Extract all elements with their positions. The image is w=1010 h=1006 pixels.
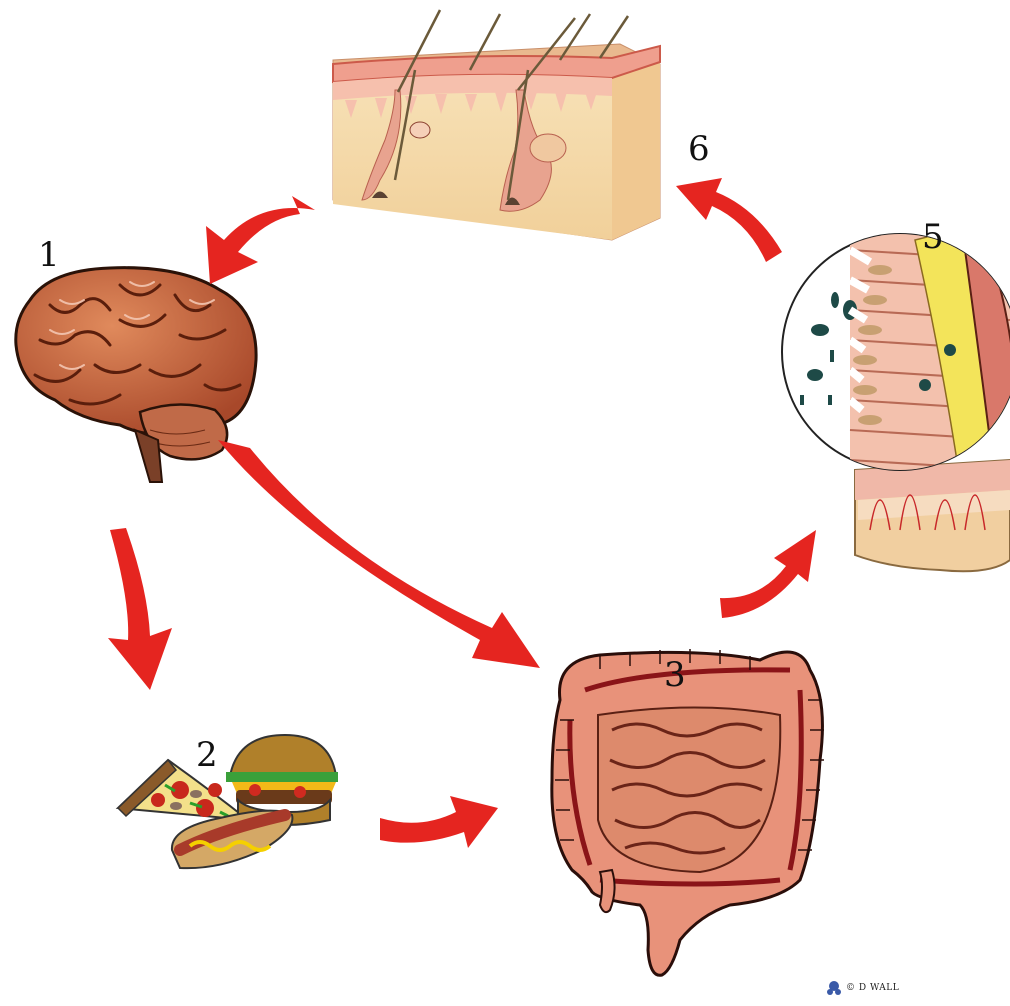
label-1: 1	[38, 238, 60, 272]
arrow-intestine-to-lining	[720, 530, 816, 618]
arrow-lining-to-skin	[676, 178, 782, 262]
label-3: 3	[664, 658, 686, 692]
gut-lining-illustration	[782, 230, 1010, 571]
label-5: 5	[922, 220, 944, 254]
label-2: 2	[196, 738, 218, 772]
arrow-skin-to-brain	[206, 196, 315, 284]
arrow-brain-to-intestine	[218, 440, 540, 668]
food-illustration	[118, 735, 338, 868]
skin-illustration	[333, 10, 660, 240]
intestines-illustration	[552, 649, 824, 975]
arrow-food-to-intestine	[380, 796, 498, 848]
label-6: 6	[688, 132, 710, 166]
author-credit: © D WALL	[846, 983, 899, 993]
author-logo	[827, 981, 841, 995]
brain-illustration	[16, 268, 256, 482]
arrow-brain-to-food	[108, 528, 172, 690]
